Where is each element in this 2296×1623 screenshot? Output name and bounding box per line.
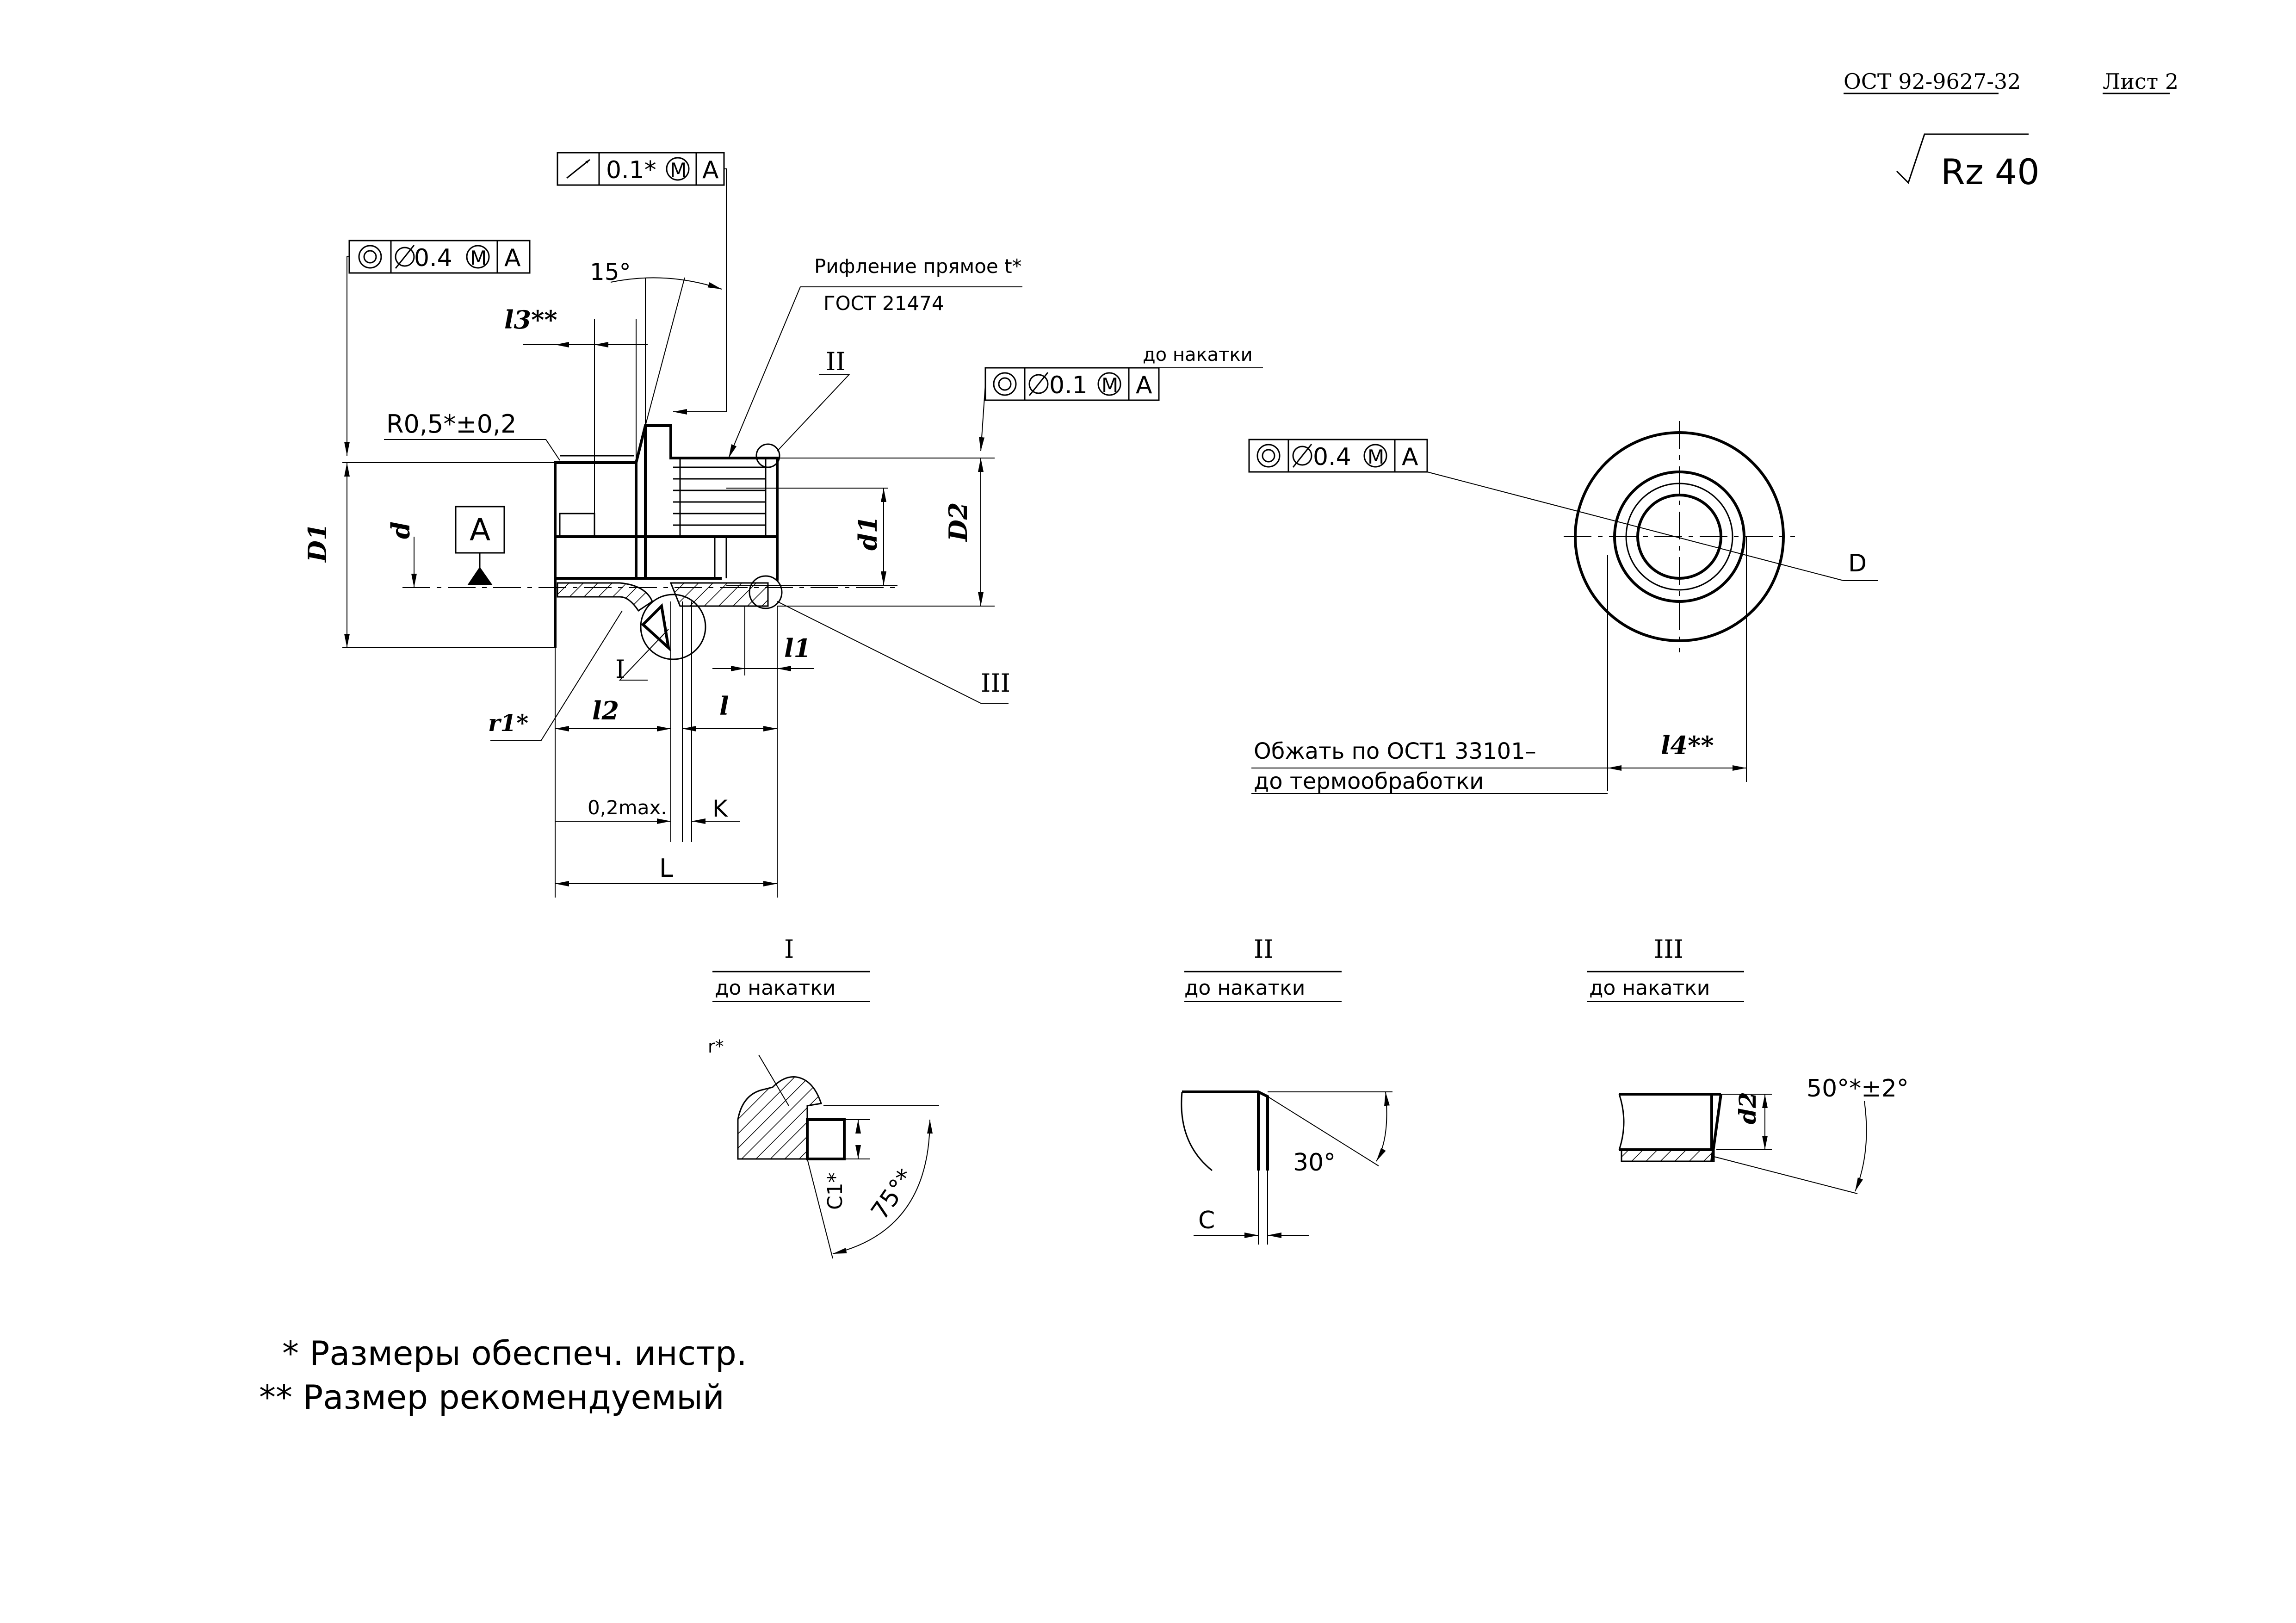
concentricity-frame-d2: 0.1 M A до накатки: [979, 344, 1263, 452]
concentric-end-datum: A: [1402, 443, 1418, 471]
detail-i-circle: [640, 594, 706, 660]
footnote-star: * Размеры обеспеч. инстр.: [282, 1334, 747, 1373]
diameter-end-icon: [1292, 446, 1312, 466]
detail-i-angle: 75°*: [866, 1164, 920, 1225]
runout-modifier-icon: M: [670, 159, 687, 181]
footnotes: * Размеры обеспеч. инстр. ** Размер реко…: [259, 1334, 747, 1417]
dim-r1-label: r1*: [488, 709, 528, 737]
radius-label: R0,5*±0,2: [386, 409, 517, 439]
runout-datum: A: [702, 156, 719, 184]
detail-ii: II до накатки 30° C: [1181, 935, 1392, 1245]
sheet-number: Лист 2: [2103, 69, 2178, 94]
dim-big-l-label: L: [659, 854, 673, 883]
concentricity-frame-main: 0.4 M A: [344, 240, 531, 456]
header: ОСТ 92-9627-32 Лист 2: [1844, 69, 2178, 94]
concentric-d2-note: до накатки: [1143, 344, 1253, 365]
datum-a: A: [455, 506, 505, 585]
angle-15-label: 15°: [590, 259, 631, 285]
detail-iii-d2: d2: [1734, 1092, 1761, 1124]
concentric-main-value: 0.4: [414, 244, 452, 272]
dim-l1-label: l1: [784, 633, 811, 663]
concentricity-end-icon: [1256, 444, 1281, 468]
dim-d1-small-label: d1: [853, 516, 883, 551]
knurl-note: Рифление прямое t*: [814, 255, 1022, 278]
detail-ii-note: до накатки: [1184, 976, 1305, 1000]
dim-l3-label: l3**: [504, 305, 557, 335]
detail-i-note: до накатки: [715, 976, 835, 1000]
knurling: [673, 458, 767, 538]
end-view: 0.4 M A D l4** Обжать по ОСТ1 33101– до …: [1248, 421, 1878, 794]
dim-d2-label: D2: [943, 502, 973, 542]
main-section-view: D1 d d1 D2 l3** 15° R0,5*±0,2 A: [303, 152, 1263, 898]
detail-iii-note: до накатки: [1589, 976, 1710, 1000]
detail-i-c1: C1*: [823, 1172, 847, 1210]
concentric-end-value: 0.4: [1313, 443, 1351, 471]
datum-a-letter: A: [470, 512, 490, 548]
detail-iii-title: III: [1654, 935, 1683, 964]
diameter-icon: [395, 247, 415, 267]
crimp-note-2: до термообработки: [1254, 768, 1484, 794]
concentric-end-modifier-icon: M: [1368, 446, 1384, 468]
concentric-d2-value: 0.1: [1049, 372, 1088, 399]
footnote-double-star: ** Размер рекомендуемый: [259, 1378, 724, 1417]
dim-l2-label: l2: [592, 696, 619, 725]
detail-i: I до накатки r* C1* 75°*: [708, 935, 939, 1259]
detail-iii-circle: [749, 575, 783, 609]
detail-iii: III до накатки d2 50°*±2°: [1587, 935, 1909, 1194]
dim-l4-label: l4**: [1661, 731, 1714, 760]
concentric-d2-modifier-icon: M: [1102, 374, 1118, 396]
detail-ii-circle: [755, 443, 780, 468]
roughness-value: Rz 40: [1941, 151, 2040, 192]
dim-l-label: l: [719, 691, 729, 721]
concentric-main-modifier-icon: M: [470, 247, 487, 269]
crimp-note-1: Обжать по ОСТ1 33101–: [1254, 738, 1536, 764]
detail-i-title: I: [784, 935, 794, 964]
detail-ii-angle: 30°: [1293, 1149, 1336, 1177]
dim-small-d-label: d: [386, 521, 415, 539]
runout-arrow-icon: [566, 159, 590, 179]
dim-d1-label: D1: [303, 523, 332, 563]
concentric-d2-datum: A: [1136, 372, 1152, 399]
detail-iii-angle: 50°*±2°: [1807, 1075, 1909, 1103]
dim-big-d-label: D: [1848, 550, 1867, 577]
concentricity-frame-end: 0.4 M A: [1248, 439, 1844, 581]
roughness-mark: Rz 40: [1896, 133, 2040, 192]
detail-iii-ref: III: [981, 669, 1010, 698]
doc-number: ОСТ 92-9627-32: [1844, 69, 2021, 94]
detail-i-ref: I: [615, 655, 625, 684]
runout-value: 0.1*: [606, 156, 656, 184]
detail-ii-c: C: [1198, 1207, 1215, 1234]
detail-ii-ref: II: [826, 347, 846, 376]
concentricity-d2-icon: [993, 372, 1017, 396]
knurl-gost: ГОСТ 21474: [823, 292, 944, 315]
detail-ii-title: II: [1254, 935, 1274, 964]
dim-02max-label: 0,2max.: [588, 796, 667, 819]
diameter-d2-icon: [1028, 374, 1049, 394]
detail-i-r: r*: [708, 1036, 724, 1057]
dim-k-label: K: [712, 795, 728, 822]
concentric-main-datum: A: [504, 244, 521, 272]
concentricity-icon: [358, 245, 382, 269]
runout-tolerance-frame: 0.1* M A: [557, 152, 727, 415]
